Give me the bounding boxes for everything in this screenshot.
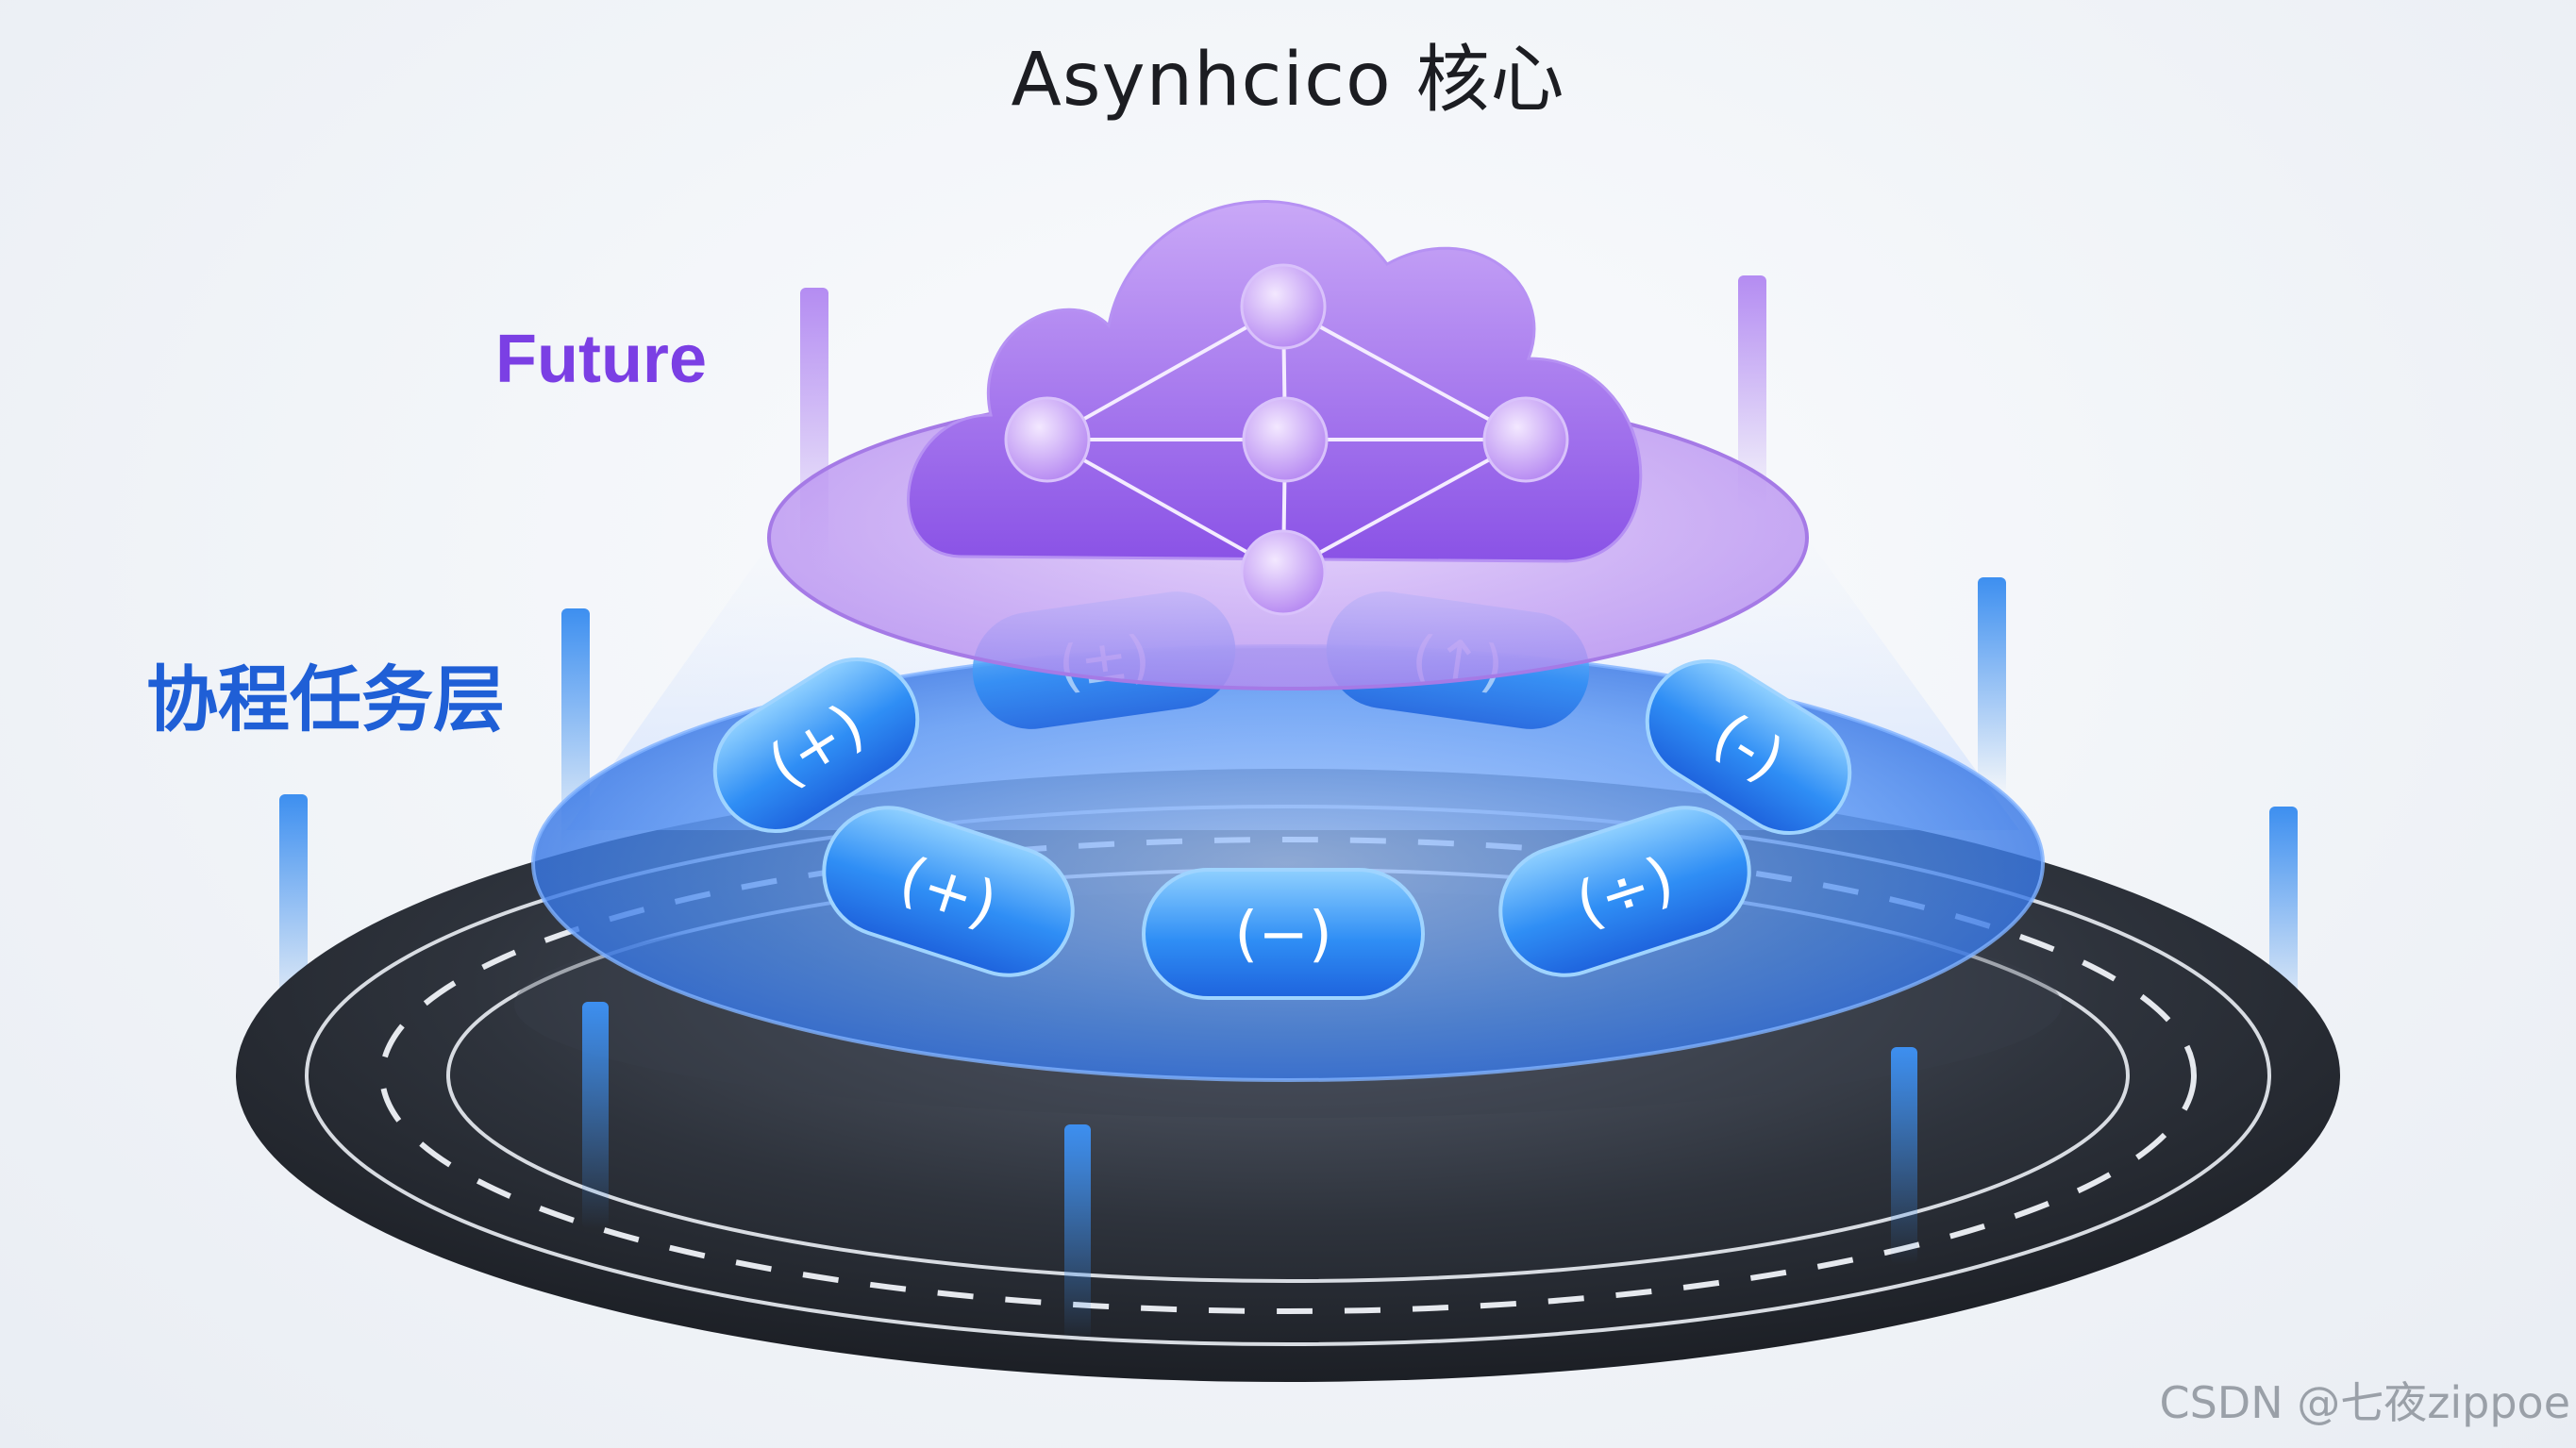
pill-center-label: (−) bbox=[1234, 900, 1332, 970]
pill-upper-left bbox=[712, 657, 920, 834]
front-poles bbox=[582, 1002, 1917, 1341]
pill-lower-left bbox=[822, 806, 1075, 977]
diagram-title: Asynhcico 核心 bbox=[1011, 38, 1565, 123]
coroutine-layer-label: 协程任务层 bbox=[146, 657, 505, 741]
pill-upper-right bbox=[1645, 658, 1852, 836]
graph-node-left bbox=[1004, 396, 1091, 483]
graph-node-top bbox=[1240, 263, 1327, 350]
graph-node-right bbox=[1482, 396, 1569, 483]
cloud-icon bbox=[907, 200, 1643, 563]
future-label: Future bbox=[495, 322, 707, 397]
network-graph bbox=[1004, 263, 1569, 616]
pill-lower-right bbox=[1498, 806, 1751, 977]
watermark: CSDN @七夜zippoe bbox=[2159, 1377, 2570, 1428]
pill-center bbox=[1142, 868, 1425, 1000]
front-pills: (+) (+) (−) (÷) (-) bbox=[712, 657, 1852, 1000]
graph-node-bottom bbox=[1240, 529, 1327, 616]
graph-node-center bbox=[1242, 396, 1329, 483]
